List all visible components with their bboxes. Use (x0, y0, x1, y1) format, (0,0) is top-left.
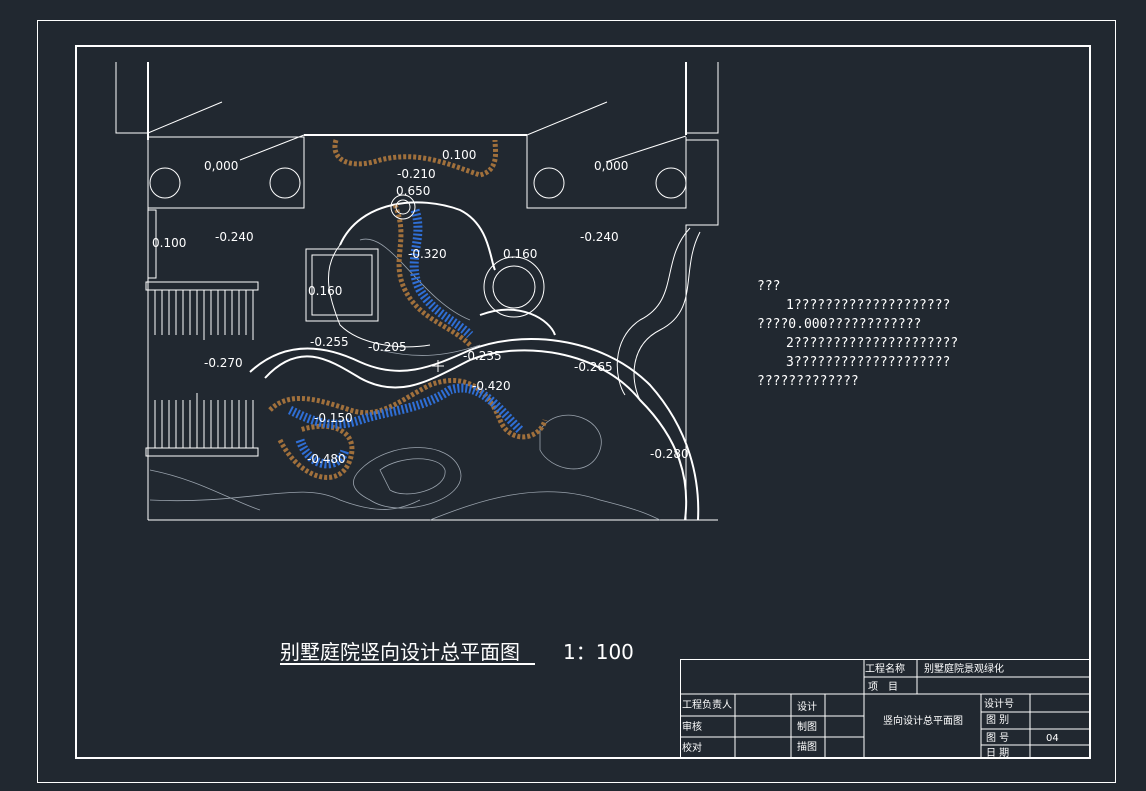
elevation-label: 0.160 (503, 247, 537, 261)
elevation-label: 0,000 (594, 159, 628, 173)
elevation-label: -0.420 (472, 379, 511, 393)
elevation-label: -0.210 (397, 167, 436, 181)
elevation-label: -0.150 (314, 411, 353, 425)
inner-frame (75, 45, 1091, 759)
elevation-label: -0.255 (310, 335, 349, 349)
elevation-label: -0.240 (580, 230, 619, 244)
date-label: 日 期 (986, 747, 1009, 759)
elevation-label: 0.100 (152, 236, 186, 250)
design-no-label: 设计号 (984, 697, 1014, 710)
project-name: 别墅庭院景观绿化 (924, 662, 1004, 675)
note-line: 2????????????????????? (786, 336, 958, 351)
elevation-label: 0.650 (396, 184, 430, 198)
sheet-no-label: 图 号 (986, 732, 1009, 744)
drafting-label: 制图 (797, 720, 817, 733)
note-line: 1???????????????????? (786, 298, 950, 313)
elevation-label: 0.160 (308, 284, 342, 298)
elevation-label: 0,000 (204, 159, 238, 173)
elevation-label: -0.270 (204, 356, 243, 370)
elevation-label: -0.280 (650, 447, 689, 461)
drawing-scale: 1：100 (563, 640, 634, 664)
elevation-label: 0.100 (442, 148, 476, 162)
note-line: ????0.000???????????? (757, 317, 921, 332)
review-label: 审核 (682, 720, 702, 733)
elevation-label: -0.265 (574, 360, 613, 374)
elevation-label: -0.240 (215, 230, 254, 244)
notes: ??? 1???????????????????? ????0.000?????… (757, 279, 958, 389)
sheet-no: 04 (1046, 733, 1059, 744)
notes-heading: ??? (757, 279, 780, 294)
note-line: ????????????? (757, 374, 859, 389)
elevation-labels: 0,000 0,000 -0.210 0.100 0.650 0.100 -0.… (152, 148, 689, 466)
elevation-label: -0.235 (463, 349, 502, 363)
project-name-label: 工程名称 (865, 662, 905, 675)
check-label: 校对 (682, 741, 702, 754)
tracing-label: 描图 (797, 740, 817, 753)
item-label: 项 目 (868, 681, 898, 693)
site-plan (115, 62, 719, 521)
sheet-title: 竖向设计总平面图 (883, 714, 963, 727)
lead-label: 工程负责人 (682, 698, 732, 711)
elevation-label: -0.480 (307, 452, 346, 466)
design-label: 设计 (797, 700, 817, 713)
outer-border (37, 20, 1116, 783)
elevation-label: -0.320 (408, 247, 447, 261)
title-block: 工程名称 别墅庭院景观绿化 项 目 工程负责人 设计 审核 制图 校对 描图 竖… (680, 659, 1090, 759)
elevation-label: -0.205 (368, 340, 407, 354)
drawing-title: 别墅庭院竖向设计总平面图 (280, 640, 520, 664)
category-label: 图 别 (986, 714, 1009, 726)
note-line: 3???????????????????? (786, 355, 950, 370)
